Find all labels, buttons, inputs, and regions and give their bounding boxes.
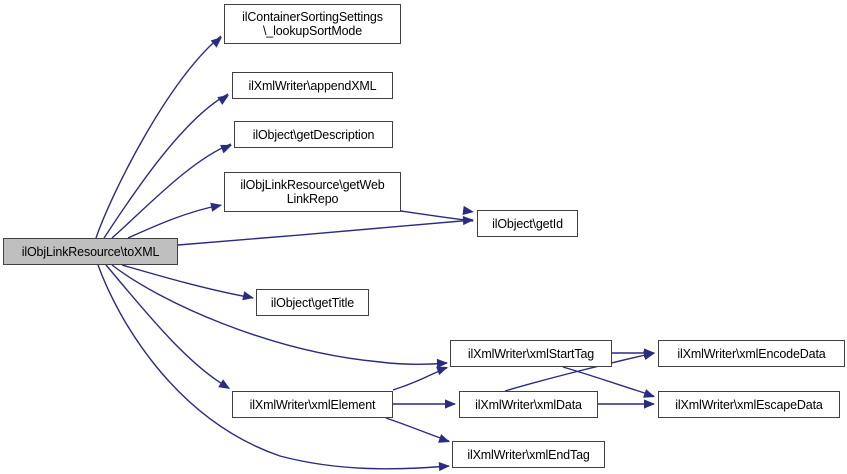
graph-node-appendxml[interactable]: ilXmlWriter\appendXML [232,72,393,99]
arrowhead-arrow-appendxml [217,95,229,105]
graph-node-xmlescapedata[interactable]: ilXmlWriter\xmlEscapeData [658,391,840,418]
arrowhead-arrow-gettitle [242,291,254,301]
graph-node-label: ilObjLinkResource\getWeb LinkRepo [240,178,385,206]
graph-node-xmlstarttag[interactable]: ilXmlWriter\xmlStartTag [450,340,612,367]
edge-toxml-to-xmlendtag [97,264,450,470]
graph-node-label: ilObject\getId [492,216,563,231]
graph-node-label: ilXmlWriter\xmlElement [249,397,376,412]
arrowhead-arrow-xmlstarttag-from-toxml [436,358,448,368]
edge-toxml-to-getid [177,219,474,246]
edge-xmldata-to-xmlencodedata [504,352,655,392]
arrowhead-arrow-xmlescapedata-from-data [644,399,655,409]
arrowhead-arrow-xmlendtag-from-toxml [438,461,450,472]
graph-node-gettitle[interactable]: ilObject\getTitle [256,289,369,316]
graph-node-label: ilXmlWriter\xmlEscapeData [675,397,823,412]
graph-node-label: ilXmlWriter\xmlStartTag [467,346,595,361]
graph-node-lookupsortmode[interactable]: ilContainerSortingSettings \_lookupSortM… [224,4,401,44]
edge-toxml-to-getdescription [111,143,232,239]
graph-node-toxml[interactable]: ilObjLinkResource\toXML [3,238,178,265]
arrowhead-arrow-xmlelement [218,379,230,389]
arrowhead-arrow-getweblinkrepo [210,202,222,212]
arrowhead-arrow-getid-from-repo [462,205,474,216]
graph-node-xmlencodedata[interactable]: ilXmlWriter\xmlEncodeData [658,340,845,367]
graph-node-xmlendtag[interactable]: ilXmlWriter\xmlEndTag [452,441,605,468]
graph-node-xmlelement[interactable]: ilXmlWriter\xmlElement [232,391,393,418]
graph-node-label: ilObject\getTitle [270,295,355,310]
arrowhead-arrow-xmlencodedata-from-data [643,350,655,360]
graph-node-label: ilXmlWriter\appendXML [248,78,377,93]
edge-toxml-to-xmlstarttag [111,264,448,366]
graph-node-label: ilXmlWriter\xmlData [475,397,582,412]
arrowhead-arrow-xmlendtag-from-element [438,434,450,443]
graph-node-label: ilObject\getDescription [252,127,375,142]
arrowhead-arrow-getdescription [220,144,232,154]
graph-node-getweblinkrepo[interactable]: ilObjLinkResource\getWeb LinkRepo [224,172,401,212]
arrowhead-arrow-xmldata-from-element [445,399,456,409]
graph-node-label: ilContainerSortingSettings \_lookupSortM… [242,10,383,38]
graph-node-xmldata[interactable]: ilXmlWriter\xmlData [459,391,598,418]
edge-toxml-to-lookupsortmode [95,35,222,239]
edge-toxml-to-xmlelement [105,264,230,389]
edge-xmlelement-to-xmlendtag [385,417,450,442]
edge-toxml-to-appendxml [103,93,229,239]
edge-toxml-to-getweblinkrepo [127,204,222,239]
arrowhead-arrow-xmlescapedata-from-starttag [643,389,655,398]
graph-node-label: ilXmlWriter\xmlEndTag [467,447,590,462]
graph-node-getdescription[interactable]: ilObject\getDescription [234,121,393,148]
graph-node-getid[interactable]: ilObject\getId [477,210,578,237]
graph-node-label: ilXmlWriter\xmlEncodeData [677,346,826,361]
arrowhead-arrow-lookupsortmode [210,37,222,48]
edge-toxml-to-gettitle [121,264,254,299]
edge-getweblinkrepo-to-getid [400,210,474,222]
arrowhead-arrow-xmlstarttag-from-element [436,366,448,376]
graph-node-label: ilObjLinkResource\toXML [21,244,160,259]
arrowhead-arrow-getid-from-toxml [462,215,474,226]
